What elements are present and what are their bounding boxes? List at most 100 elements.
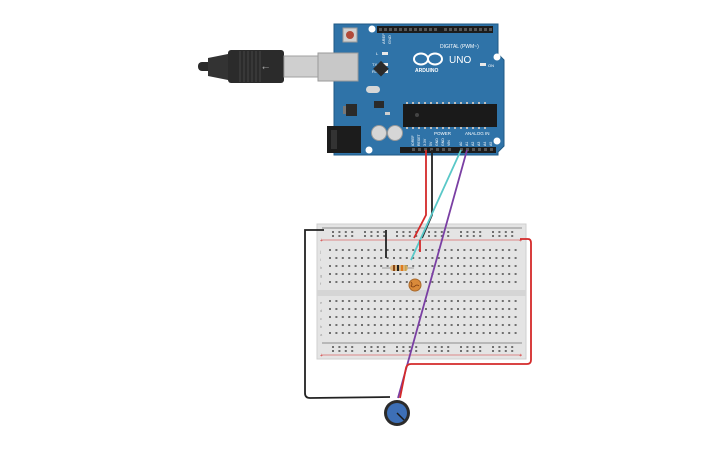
- breadboard-hole[interactable]: [412, 249, 415, 251]
- breadboard-hole[interactable]: [425, 316, 427, 318]
- breadboard-hole[interactable]: [508, 257, 511, 259]
- breadboard-hole[interactable]: [450, 281, 453, 283]
- rail-hole[interactable]: [440, 346, 443, 348]
- rail-hole[interactable]: [402, 235, 405, 237]
- breadboard-hole[interactable]: [405, 249, 408, 251]
- rail-hole[interactable]: [511, 235, 514, 237]
- arduino-uno[interactable]: AREF GND DIGITAL (PWM~) L TX RX ON ARDUI…: [317, 23, 505, 156]
- breadboard-hole[interactable]: [437, 265, 440, 267]
- breadboard-hole[interactable]: [393, 324, 395, 326]
- breadboard-hole[interactable]: [508, 308, 511, 310]
- breadboard-hole[interactable]: [405, 324, 408, 326]
- rail-hole[interactable]: [434, 350, 437, 352]
- breadboard-hole[interactable]: [437, 300, 440, 302]
- breadboard-hole[interactable]: [469, 265, 472, 267]
- breadboard-hole[interactable]: [501, 300, 504, 302]
- breadboard-hole[interactable]: [457, 324, 459, 326]
- breadboard-hole[interactable]: [501, 273, 504, 275]
- breadboard-hole[interactable]: [386, 273, 389, 275]
- rail-hole[interactable]: [376, 350, 379, 352]
- breadboard-hole[interactable]: [508, 249, 511, 251]
- breadboard-hole[interactable]: [482, 324, 485, 326]
- breadboard-hole[interactable]: [380, 257, 383, 259]
- breadboard-hole[interactable]: [354, 265, 357, 267]
- breadboard-hole[interactable]: [335, 249, 338, 251]
- breadboard-hole[interactable]: [393, 281, 395, 283]
- breadboard-hole[interactable]: [463, 249, 466, 251]
- breadboard-hole[interactable]: [405, 281, 408, 283]
- breadboard-hole[interactable]: [489, 265, 491, 267]
- breadboard-hole[interactable]: [399, 332, 402, 334]
- breadboard-hole[interactable]: [463, 332, 466, 334]
- breadboard-hole[interactable]: [373, 265, 376, 267]
- breadboard-hole[interactable]: [489, 332, 491, 334]
- breadboard-hole[interactable]: [457, 273, 459, 275]
- breadboard-hole[interactable]: [457, 249, 459, 251]
- breadboard-hole[interactable]: [514, 300, 517, 302]
- rail-hole[interactable]: [511, 231, 514, 233]
- breadboard-hole[interactable]: [386, 308, 389, 310]
- breadboard-hole[interactable]: [386, 265, 389, 267]
- breadboard-hole[interactable]: [450, 300, 453, 302]
- rail-hole[interactable]: [428, 350, 430, 352]
- breadboard-hole[interactable]: [380, 273, 383, 275]
- breadboard-hole[interactable]: [373, 249, 376, 251]
- breadboard-hole[interactable]: [476, 281, 479, 283]
- breadboard-hole[interactable]: [476, 249, 479, 251]
- rail-hole[interactable]: [344, 350, 347, 352]
- breadboard-hole[interactable]: [348, 332, 351, 334]
- breadboard-hole[interactable]: [431, 324, 434, 326]
- breadboard-hole[interactable]: [437, 316, 440, 318]
- breadboard-hole[interactable]: [329, 273, 331, 275]
- breadboard-hole[interactable]: [495, 265, 498, 267]
- rail-hole[interactable]: [383, 231, 386, 233]
- rail-hole[interactable]: [370, 235, 373, 237]
- breadboard-hole[interactable]: [457, 257, 459, 259]
- breadboard-hole[interactable]: [380, 332, 383, 334]
- rail-hole[interactable]: [447, 235, 450, 237]
- rail-hole[interactable]: [370, 346, 373, 348]
- breadboard-hole[interactable]: [457, 308, 459, 310]
- rail-hole[interactable]: [504, 350, 507, 352]
- breadboard-hole[interactable]: [476, 324, 479, 326]
- breadboard-hole[interactable]: [380, 324, 383, 326]
- rail-hole[interactable]: [370, 231, 373, 233]
- breadboard-hole[interactable]: [341, 316, 344, 318]
- breadboard-hole[interactable]: [399, 308, 402, 310]
- breadboard-hole[interactable]: [367, 300, 370, 302]
- breadboard-hole[interactable]: [489, 316, 491, 318]
- breadboard-hole[interactable]: [508, 324, 511, 326]
- rail-hole[interactable]: [479, 231, 482, 233]
- rail-hole[interactable]: [376, 231, 379, 233]
- breadboard-hole[interactable]: [450, 308, 453, 310]
- breadboard-hole[interactable]: [489, 273, 491, 275]
- breadboard-hole[interactable]: [348, 249, 351, 251]
- breadboard-hole[interactable]: [329, 300, 331, 302]
- breadboard-hole[interactable]: [341, 324, 344, 326]
- breadboard-hole[interactable]: [373, 316, 376, 318]
- rail-hole[interactable]: [396, 231, 398, 233]
- rail-hole[interactable]: [440, 235, 443, 237]
- breadboard-hole[interactable]: [444, 300, 447, 302]
- rail-hole[interactable]: [472, 346, 475, 348]
- breadboard-hole[interactable]: [501, 308, 504, 310]
- breadboard-hole[interactable]: [469, 316, 472, 318]
- breadboard-hole[interactable]: [501, 324, 504, 326]
- breadboard-hole[interactable]: [361, 308, 363, 310]
- rail-hole[interactable]: [344, 231, 347, 233]
- breadboard-hole[interactable]: [476, 332, 479, 334]
- breadboard-hole[interactable]: [373, 324, 376, 326]
- breadboard-hole[interactable]: [444, 257, 447, 259]
- breadboard-hole[interactable]: [393, 300, 395, 302]
- rail-hole[interactable]: [376, 235, 379, 237]
- breadboard-hole[interactable]: [393, 308, 395, 310]
- breadboard-hole[interactable]: [457, 265, 459, 267]
- breadboard-hole[interactable]: [431, 265, 434, 267]
- breadboard-hole[interactable]: [495, 316, 498, 318]
- breadboard-hole[interactable]: [508, 265, 511, 267]
- rail-hole[interactable]: [338, 231, 341, 233]
- breadboard-hole[interactable]: [425, 281, 427, 283]
- breadboard-hole[interactable]: [367, 257, 370, 259]
- breadboard-hole[interactable]: [361, 281, 363, 283]
- breadboard-hole[interactable]: [514, 308, 517, 310]
